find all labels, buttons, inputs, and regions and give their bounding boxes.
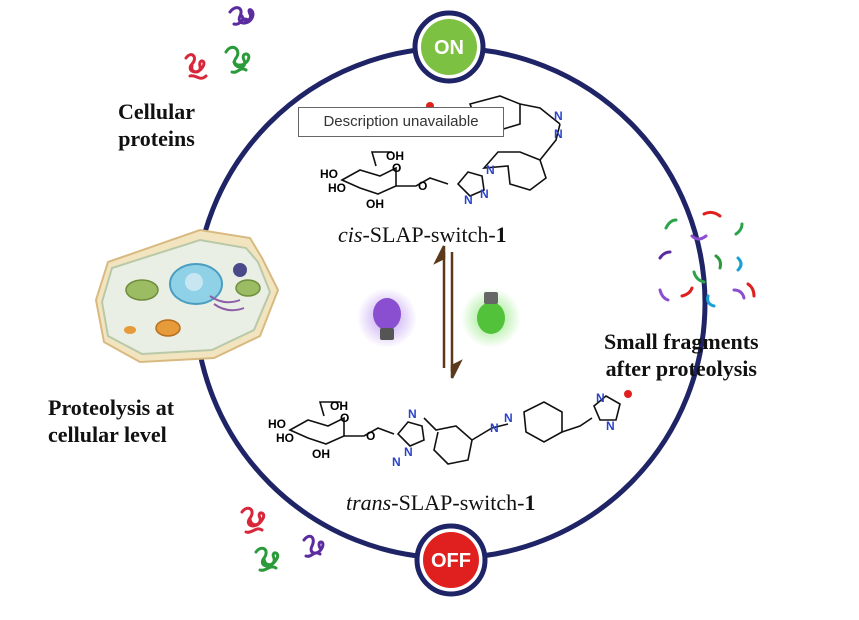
- cis-oh-top: OH: [386, 149, 404, 163]
- cis-azo-n1: N: [554, 109, 563, 123]
- cis-ho-lower: HO: [328, 181, 346, 195]
- off-badge-label: OFF: [431, 550, 471, 572]
- on-badge-label: ON: [434, 37, 464, 59]
- trans-red-dot: [624, 390, 632, 398]
- protein-squiggles-top: [184, 6, 255, 80]
- trans-triazole-n3: N: [392, 455, 401, 469]
- small-fragments-label: Small fragments after proteolysis: [604, 328, 759, 382]
- image-description-tooltip: Description unavailable: [298, 107, 504, 137]
- trans-caption-num: 1: [524, 490, 536, 515]
- cis-triazole-n3: N: [464, 193, 473, 207]
- trans-oh-bottom: OH: [312, 447, 330, 461]
- cis-triazole-n2: N: [480, 187, 489, 201]
- off-badge: OFF: [414, 523, 488, 597]
- cellular-proteins-label: Cellular proteins: [118, 98, 195, 152]
- cis-caption: cis-SLAP-switch-1: [338, 222, 507, 248]
- trans-ho-upper: HO: [268, 417, 286, 431]
- trans-ho-lower: HO: [276, 431, 294, 445]
- proteolysis-line1: Proteolysis at: [48, 395, 175, 420]
- cis-caption-name: -SLAP-switch-: [362, 222, 496, 247]
- cell-illustration: [94, 228, 280, 364]
- cis-azo-n2: N: [554, 127, 563, 141]
- cis-triazole-n1: N: [486, 163, 495, 177]
- green-bulb-icon: [461, 288, 521, 348]
- proteolysis-label: Proteolysis at cellular level: [48, 394, 174, 448]
- cis-oh-bottom: OH: [366, 197, 384, 211]
- trans-ring-o: O: [340, 411, 349, 425]
- trans-azo-n1: N: [490, 421, 499, 435]
- trans-caption: trans-SLAP-switch-1: [346, 490, 535, 516]
- cellular-proteins-line1: Cellular: [118, 99, 195, 124]
- proteolysis-line2: cellular level: [48, 422, 167, 447]
- cis-ring-o: O: [392, 161, 401, 175]
- trans-link-o: O: [366, 429, 375, 443]
- trans-caption-prefix: trans: [346, 490, 392, 515]
- violet-bulb-icon: [357, 288, 417, 348]
- protein-squiggles-bottom: [240, 506, 325, 572]
- trans-imidazole-n2: N: [606, 419, 615, 433]
- cis-ho-upper: HO: [320, 167, 338, 181]
- trans-azo-n2: N: [504, 411, 513, 425]
- cis-caption-prefix: cis: [338, 222, 363, 247]
- trans-molecule-structure: [288, 395, 621, 465]
- on-badge: ON: [412, 10, 486, 84]
- small-fragments-line1: Small fragments: [604, 329, 759, 354]
- small-fragments-line2: after proteolysis: [605, 356, 757, 381]
- trans-caption-name: -SLAP-switch-: [391, 490, 525, 515]
- cis-caption-num: 1: [495, 222, 507, 247]
- cellular-proteins-line2: proteins: [118, 126, 195, 151]
- trans-imidazole-n1: N: [596, 391, 605, 405]
- trans-triazole-n1: N: [408, 407, 417, 421]
- trans-oh-top: OH: [330, 399, 348, 413]
- trans-triazole-n2: N: [404, 445, 413, 459]
- cis-link-o: O: [418, 179, 427, 193]
- equilibrium-arrows: [433, 245, 463, 379]
- peptide-fragments: [658, 210, 756, 308]
